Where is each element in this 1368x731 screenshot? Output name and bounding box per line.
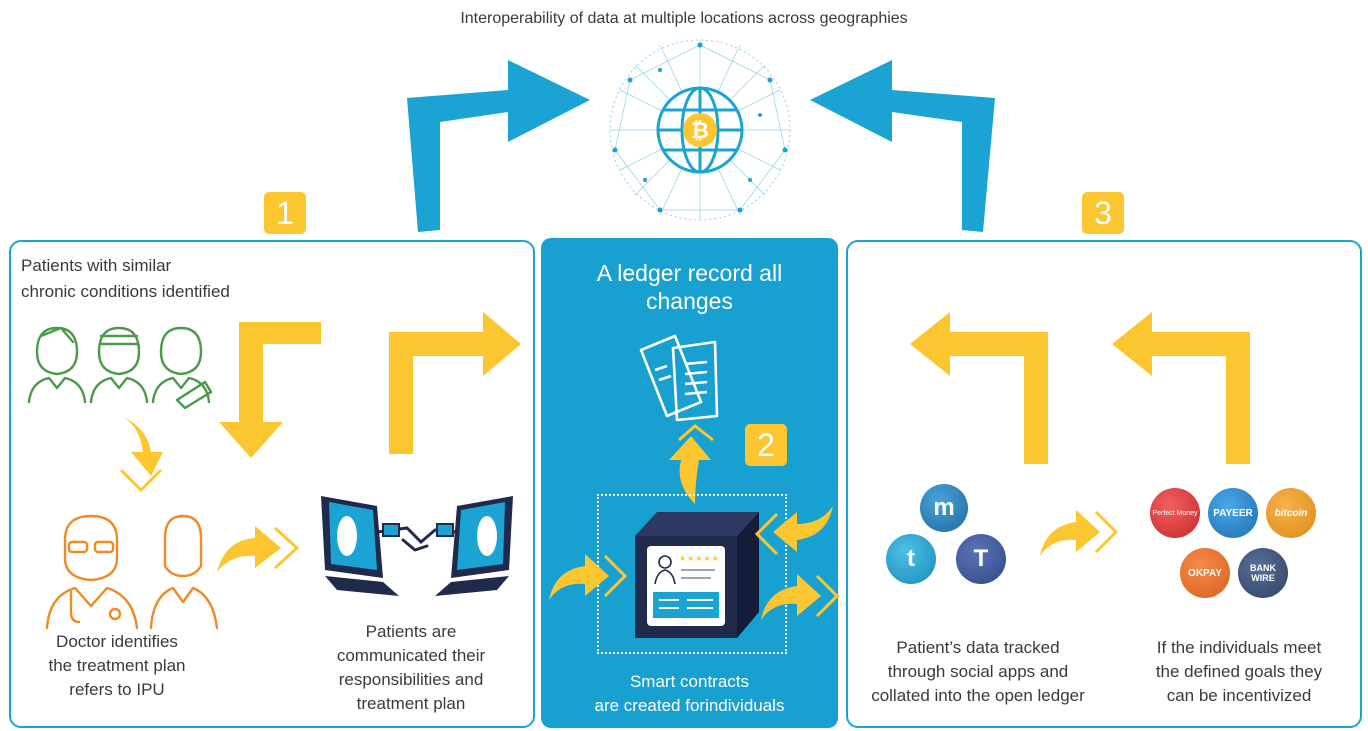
step-badge-2: 2 <box>745 424 787 466</box>
step-badge-3: 3 <box>1082 192 1124 234</box>
social-label-line2: through social apps and <box>887 662 1069 681</box>
smart-contract-caption-line2: are created forindividuals <box>594 696 785 715</box>
communicated-label-line1: Patients are <box>365 622 457 641</box>
social-app-twitter-icon: t <box>886 534 936 584</box>
social-app-t-icon: T <box>956 534 1006 584</box>
perfect-money-icon: Perfect Money <box>1150 488 1200 538</box>
communicated-label-line3: responsibilities and <box>338 670 484 689</box>
incentive-label-line3: can be incentivized <box>1166 686 1312 705</box>
bank-wire-icon: BANK WIRE <box>1238 548 1288 598</box>
page-title: Interoperability of data at multiple loc… <box>460 10 908 27</box>
step1-panel: Patients with similar chronic conditions… <box>9 240 535 728</box>
step3-panel: m t T Perfect Money PAYEER bitcoin OKPAY… <box>846 240 1362 728</box>
communicated-label-line2: communicated their <box>336 646 486 665</box>
step2-panel: A ledger record all changes 2 ★★★★★ <box>541 238 840 728</box>
incentive-label-line2: the defined goals they <box>1155 662 1323 681</box>
communicated-label-line4: treatment plan <box>356 694 466 713</box>
social-label-line1: Patient’s data tracked <box>896 638 1060 657</box>
arrow-right-curve-icon <box>217 526 300 572</box>
bank-wire-line2: WIRE <box>1251 573 1275 583</box>
bitcoin-icon: bitcoin <box>1266 488 1316 538</box>
step-badge-1: 1 <box>264 192 306 234</box>
rating-stars: ★★★★★ <box>679 554 720 563</box>
doctor-label-line2: the treatment plan <box>48 656 186 675</box>
okpay-icon: OKPAY <box>1180 548 1230 598</box>
arrow-right-curve-icon <box>1040 510 1119 556</box>
bank-wire-line1: BANK <box>1250 563 1276 573</box>
doctor-icon <box>45 514 219 630</box>
ledger-title-line2: changes <box>646 288 733 314</box>
arrow-in-right-icon <box>754 506 833 556</box>
arrow-in-left-icon <box>549 554 628 600</box>
patients-label-line2: chronic conditions identified <box>21 282 230 301</box>
patients-icon <box>27 326 213 410</box>
blockchain-globe-icon: ₿ <box>609 39 791 221</box>
payeer-icon: PAYEER <box>1208 488 1258 538</box>
patients-label-line1: Patients with similar <box>21 256 172 275</box>
arrow-down-curve-icon <box>117 414 163 493</box>
doctor-label-line3: refers to IPU <box>69 680 165 699</box>
doctor-label-line1: Doctor identifies <box>56 632 178 651</box>
smart-contract-caption-line1: Smart contracts <box>629 672 750 691</box>
smart-contract-cube-icon <box>635 512 759 638</box>
ledger-title-line1: A ledger record all <box>596 260 783 286</box>
arrow-up-curve-icon <box>669 424 714 504</box>
social-label-line3: collated into the open ledger <box>871 686 1085 705</box>
laptops-handshake-icon <box>321 496 513 596</box>
svg-text:₿: ₿ <box>691 118 709 143</box>
arrow-out-right-icon <box>761 574 840 620</box>
documents-icon <box>639 334 719 422</box>
flow-corner-arrows-left-icon <box>910 312 1250 464</box>
incentive-label-line1: If the individuals meet <box>1156 638 1322 657</box>
flow-corner-arrows-icon <box>219 312 521 458</box>
social-app-m-icon: m <box>920 484 968 532</box>
